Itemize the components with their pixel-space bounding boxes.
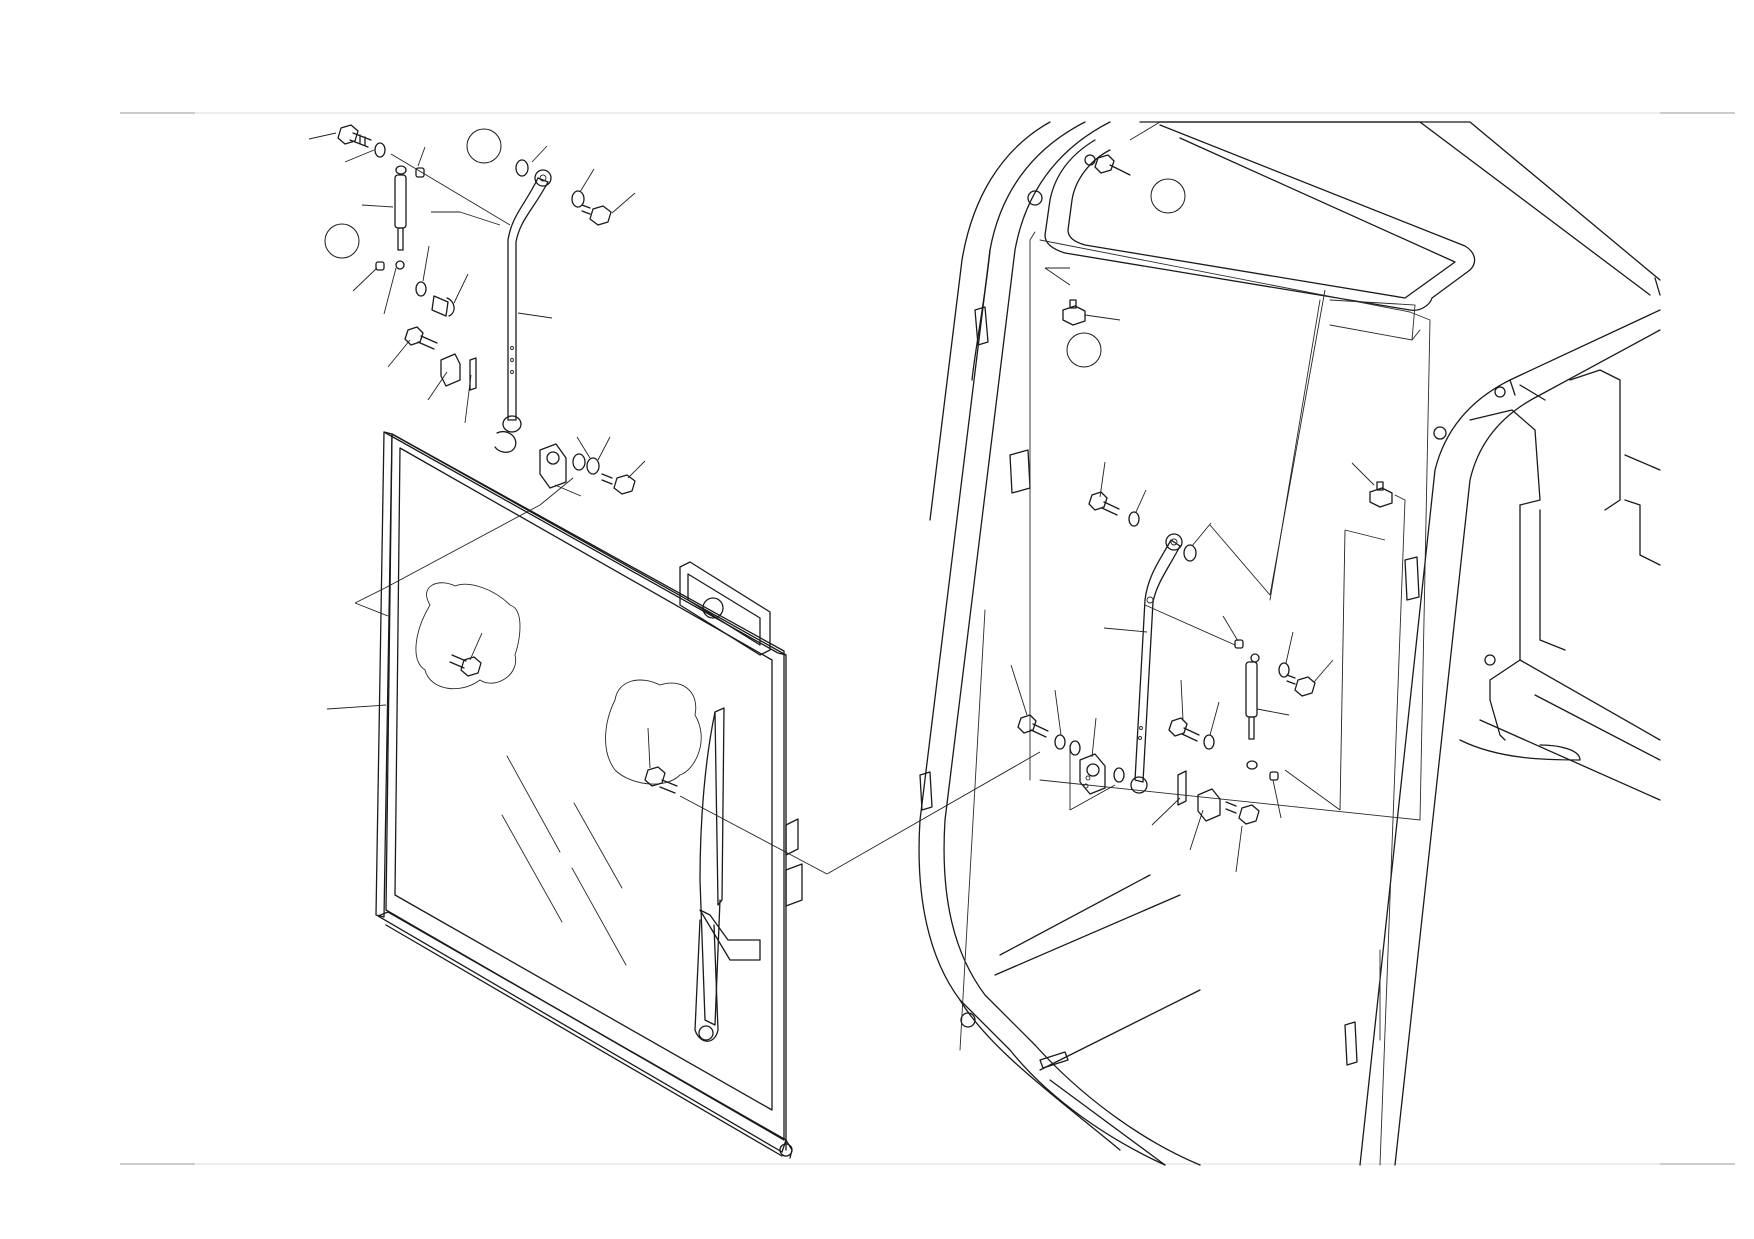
collar <box>1234 639 1244 649</box>
bolt <box>581 204 612 226</box>
bracket-plate <box>1177 770 1187 806</box>
washer <box>1054 734 1066 750</box>
callout-circle <box>466 128 502 164</box>
bolt <box>404 326 438 350</box>
bolt <box>1225 801 1260 825</box>
sheet-border-marks <box>120 112 1735 1165</box>
washer <box>515 159 529 177</box>
washer <box>1183 544 1197 562</box>
callout-circle <box>1066 332 1102 368</box>
washer <box>415 281 427 297</box>
cutout-detail <box>415 582 521 690</box>
bracket <box>1079 753 1106 795</box>
window-stay-left <box>502 169 552 433</box>
gas-spring-left <box>394 165 407 270</box>
nut <box>1062 299 1086 326</box>
bolt <box>601 473 636 495</box>
nut <box>1369 481 1393 508</box>
leader-lines-right <box>1010 121 1386 873</box>
bolt <box>449 654 482 677</box>
bolt <box>1168 717 1200 742</box>
wiper-arm <box>694 707 761 1042</box>
washer <box>586 457 600 475</box>
right-cab-installed <box>918 121 1661 1166</box>
bolt <box>1017 714 1049 738</box>
bolt <box>431 295 455 317</box>
window-frame <box>375 431 793 1159</box>
collar <box>546 451 560 465</box>
bolt <box>1286 674 1316 697</box>
callout-circle <box>324 223 360 259</box>
window-stay-right <box>1130 533 1183 794</box>
collar <box>1086 763 1100 777</box>
collar <box>1269 771 1279 781</box>
bolt <box>494 431 517 453</box>
bracket <box>1197 788 1221 822</box>
washer <box>374 142 386 158</box>
collar <box>375 261 385 271</box>
washer <box>571 190 585 208</box>
washer <box>1069 740 1081 756</box>
bolt <box>1088 491 1120 516</box>
callout-circle <box>1150 178 1186 214</box>
bracket-plate <box>469 357 477 391</box>
glass-reflection-lines <box>501 755 627 966</box>
cutout-detail <box>605 679 702 785</box>
wiper-motor <box>679 561 803 907</box>
washer <box>1278 662 1290 678</box>
bolt <box>644 766 678 794</box>
collar <box>415 167 425 178</box>
bolt <box>1094 154 1131 176</box>
bracket <box>440 353 461 387</box>
washer <box>572 453 586 471</box>
bracket <box>539 443 567 489</box>
washer <box>1203 734 1215 750</box>
gas-spring-right <box>1245 653 1260 770</box>
washer <box>1113 767 1125 783</box>
left-exploded-assembly <box>308 124 1041 1159</box>
bolt-top-left <box>337 124 372 148</box>
washer <box>1128 511 1140 527</box>
leader-lines-left <box>308 132 1041 875</box>
cab-frame <box>918 121 1661 1166</box>
